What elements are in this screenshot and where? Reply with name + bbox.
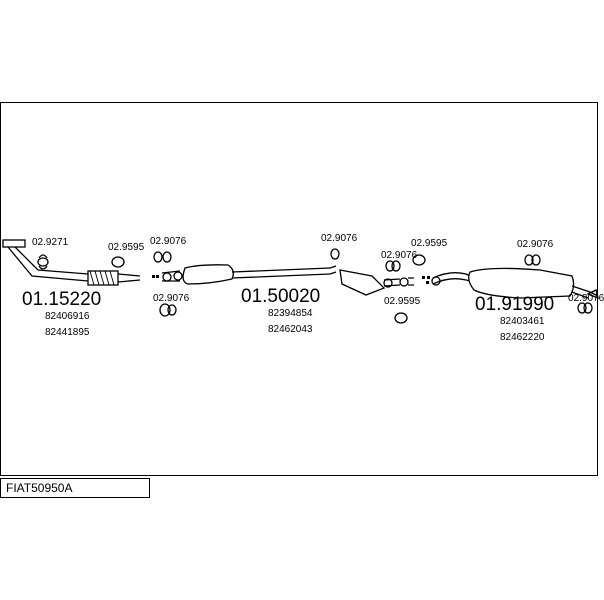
oem-number: 82462043: [268, 324, 313, 335]
rear-silencer: [431, 267, 599, 300]
oem-number: 82462220: [500, 332, 545, 343]
part-label-02-9595: 02.9595: [108, 242, 145, 253]
clamp-dots: [152, 275, 430, 284]
part-label-02-9076: 02.9076: [150, 236, 187, 247]
diagram-title: FIAT50950A: [6, 481, 73, 495]
part-label-02-9076: 02.9076: [381, 250, 418, 261]
part-label-02-9595: 02.9595: [411, 238, 448, 249]
part-number-middle-silencer: 01.50020: [241, 286, 321, 307]
part-label-02-9076: 02.9076: [153, 293, 190, 304]
part-number-front-pipe: 01.15220: [22, 289, 102, 310]
part-label-02-9076: 02.9076: [517, 239, 554, 250]
oem-number: 82394854: [268, 308, 313, 319]
center-box: [339, 269, 414, 296]
oem-number: 82406916: [45, 311, 90, 322]
oem-number: 82441895: [45, 327, 90, 338]
part-label-02-9076: 02.9076: [321, 233, 358, 244]
middle-silencer: [161, 264, 337, 285]
part-label-02-9076: 02.9076: [568, 293, 604, 304]
title-box: FIAT50950A: [0, 478, 150, 498]
part-label-02-9271: 02.9271: [32, 237, 69, 248]
oem-number: 82403461: [500, 316, 545, 327]
diagram-frame: [0, 102, 598, 476]
part-label-02-9595: 02.9595: [384, 296, 421, 307]
part-number-rear-silencer: 01.91990: [475, 294, 555, 315]
fittings: [37, 248, 593, 324]
front-pipe: [2, 239, 141, 286]
